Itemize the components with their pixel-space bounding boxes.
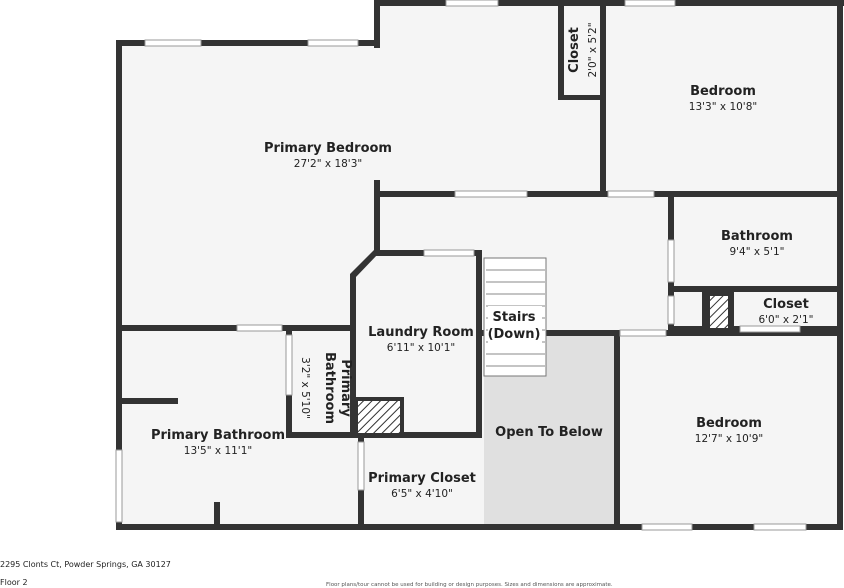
floor-label: Floor 2 (0, 578, 28, 587)
primary-bathroom-name: Primary Bathroom (151, 428, 285, 443)
windows (115, 0, 807, 531)
hatched-fixtures (354, 292, 732, 437)
bedroom-bottom-name: Bedroom (696, 416, 762, 431)
laundry-room-name: Laundry Room (368, 325, 474, 340)
closet-right-dims: 6'0" x 2'1" (758, 314, 813, 326)
closet-top-dims: 2'0" x 5'2" (587, 22, 599, 77)
bathroom-dims: 9'4" x 5'1" (729, 246, 784, 258)
primary-bathroom-small-line2: Bathroom (322, 352, 337, 424)
primary-bathroom-dims: 13'5" x 11'1" (184, 445, 252, 457)
bedroom-top-name: Bedroom (690, 84, 756, 99)
bathroom-name: Bathroom (721, 229, 793, 244)
stairs-label-line1: Stairs (493, 310, 536, 325)
bedroom-bottom-dims: 12'7" x 10'9" (695, 433, 763, 445)
bedroom-top-dims: 13'3" x 10'8" (689, 101, 757, 113)
primary-bathroom-small-line1: Primary (338, 359, 353, 417)
primary-closet-name: Primary Closet (368, 471, 476, 486)
laundry-room-dims: 6'11" x 10'1" (387, 342, 455, 354)
primary-bathroom-small-dims: 3'2" x 5'10" (299, 357, 311, 419)
open-to-below-name: Open To Below (495, 425, 603, 440)
primary-bedroom-name: Primary Bedroom (264, 141, 392, 156)
property-address: 2295 Clonts Ct, Powder Springs, GA 30127 (0, 560, 171, 569)
stairs-label-line2: (Down) (488, 327, 541, 342)
primary-bedroom-dims: 27'2" x 18'3" (294, 158, 362, 170)
disclaimer: Floor plans/tour cannot be used for buil… (326, 582, 613, 588)
primary-closet-dims: 6'5" x 4'10" (391, 488, 453, 500)
closet-right-name: Closet (763, 297, 809, 312)
floor-plan: Primary Bedroom 27'2" x 18'3" Bedroom 13… (115, 0, 844, 531)
closet-top-name: Closet (567, 27, 582, 73)
room-labels: Primary Bedroom 27'2" x 18'3" Bedroom 13… (151, 22, 814, 500)
stairs (483, 257, 547, 377)
